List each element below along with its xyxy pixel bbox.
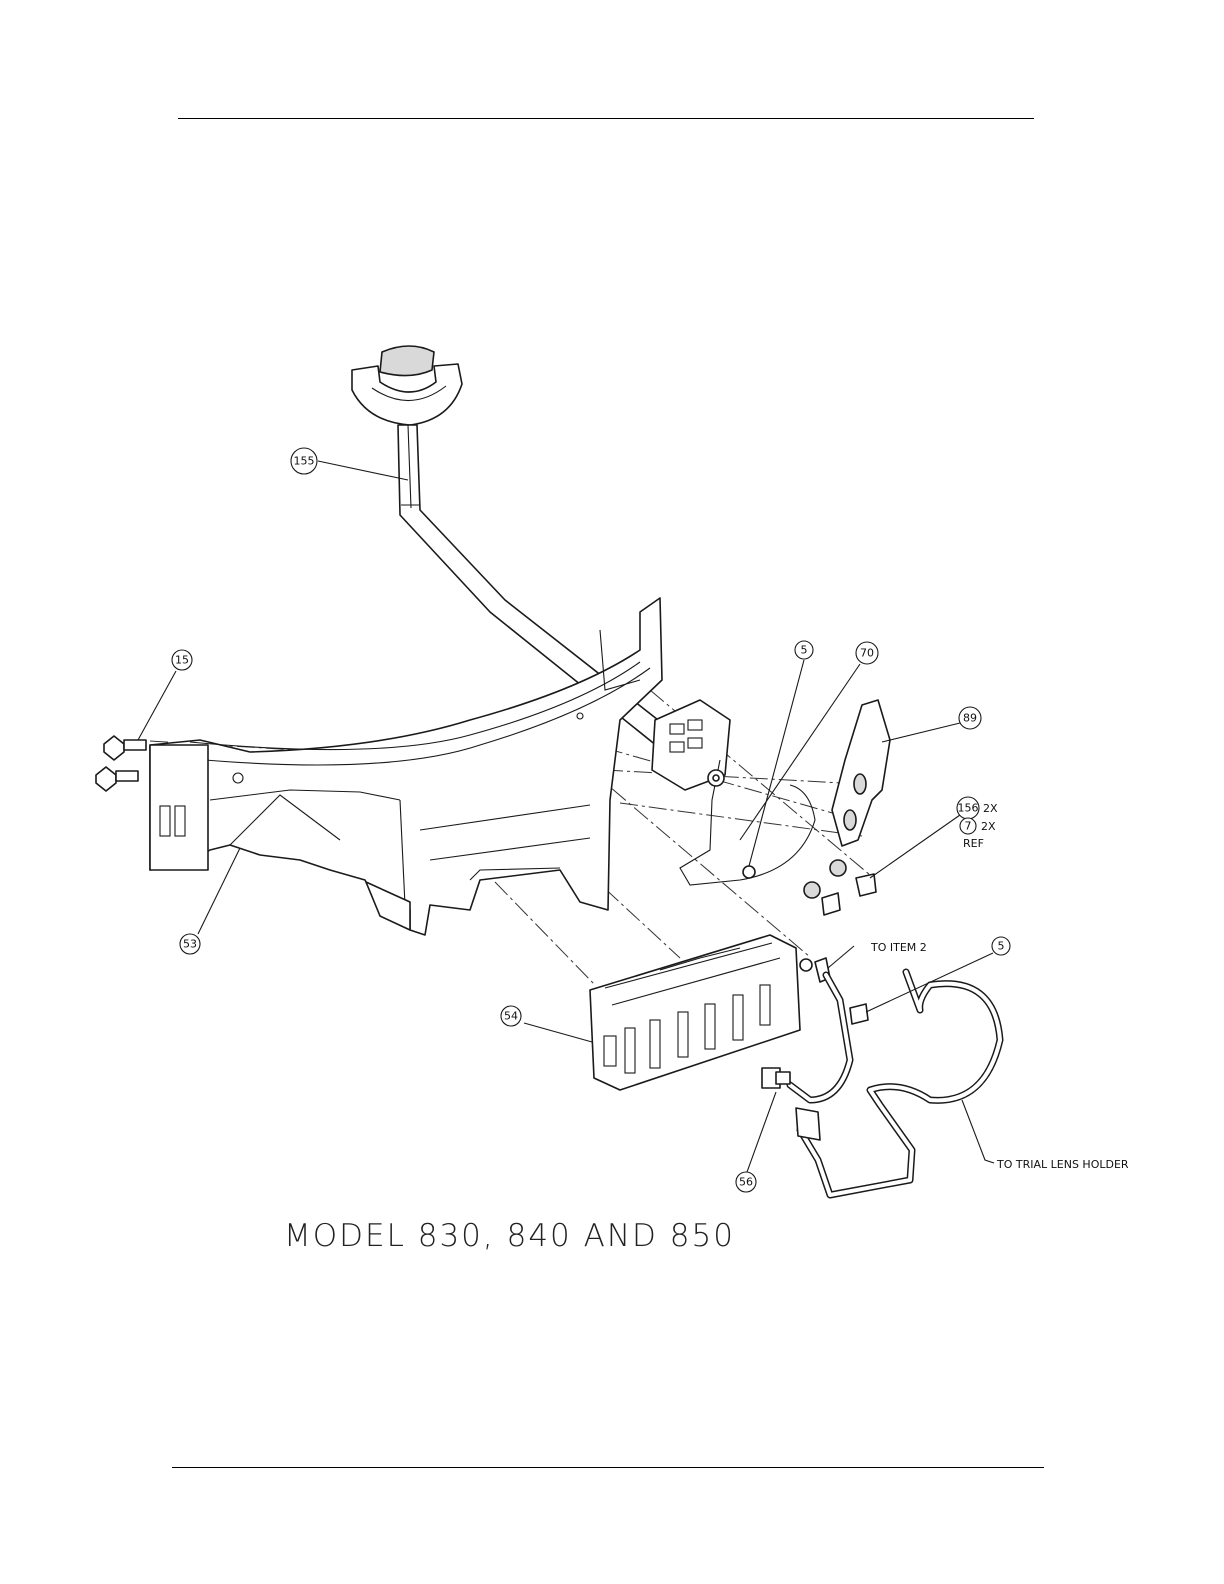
part-15-screws [96, 736, 146, 791]
callout-5-lower-label: 5 [998, 940, 1005, 953]
callout-89-label: 89 [963, 712, 977, 725]
callout-53-label: 53 [183, 938, 197, 951]
callout-156-label: 156 [958, 802, 979, 815]
callout-89: 89 [959, 707, 981, 729]
callout-56-label: 56 [739, 1176, 753, 1189]
callout-7-label: 7 [965, 820, 972, 833]
note-to-item-2: TO ITEM 2 [870, 941, 927, 954]
callout-15-label: 15 [175, 654, 189, 667]
footer-rule [172, 1467, 1044, 1468]
callout-70-label: 70 [860, 647, 874, 660]
callout-5-upper: 5 [795, 641, 813, 659]
part-53-bridge [150, 598, 662, 935]
callout-70: 70 [856, 642, 878, 664]
callout-15: 15 [172, 650, 192, 670]
callout-56: 56 [736, 1172, 756, 1192]
callout-155: 155 [291, 448, 317, 474]
callout-5-lower: 5 [992, 937, 1010, 955]
callout-156: 156 [957, 797, 979, 819]
note-to-trial-lens-holder: TO TRIAL LENS HOLDER [996, 1158, 1129, 1171]
part-89-clamp [832, 700, 890, 846]
callout-54-label: 54 [504, 1010, 518, 1023]
note-qty-7: 2X [981, 820, 996, 833]
callout-155-label: 155 [294, 455, 315, 468]
callout-5-upper-label: 5 [801, 644, 808, 657]
part-54-board [590, 935, 800, 1090]
callout-53: 53 [180, 934, 200, 954]
note-ref: REF [963, 837, 984, 850]
callout-54: 54 [501, 1006, 521, 1026]
drawing-title: MODEL 830, 840 AND 850 [284, 1218, 735, 1254]
note-qty-156: 2X [983, 802, 998, 815]
callout-7: 7 [960, 818, 976, 834]
